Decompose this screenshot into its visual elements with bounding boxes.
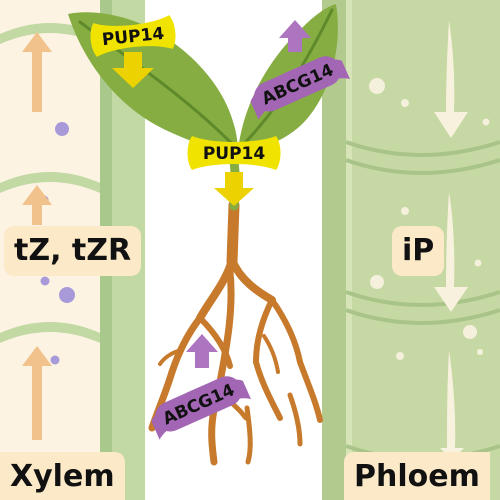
abcg14-root-up-arrow (186, 334, 218, 368)
svg-text:PUP14: PUP14 (203, 144, 266, 164)
pup14-leaf-transporter: PUP14 (90, 15, 176, 57)
pup14-stem-down-arrow (214, 172, 254, 206)
pup14-leaf-down-arrow (112, 52, 154, 88)
pup14-stem-transporter: PUP14 (187, 136, 281, 170)
xylem-upward-flow-arrows (22, 32, 52, 440)
phloem-cytokinin-label: iP (392, 226, 445, 276)
xylem-label: Xylem (0, 452, 125, 500)
phloem-downward-flow-arrows (434, 20, 468, 460)
phloem-label: Phloem (344, 452, 490, 500)
phloem-particles (369, 78, 490, 360)
xylem-cytokinin-label: tZ, tZR (4, 226, 142, 276)
plant-roots (148, 199, 323, 466)
abcg14-leaf-up-arrow (279, 20, 311, 52)
